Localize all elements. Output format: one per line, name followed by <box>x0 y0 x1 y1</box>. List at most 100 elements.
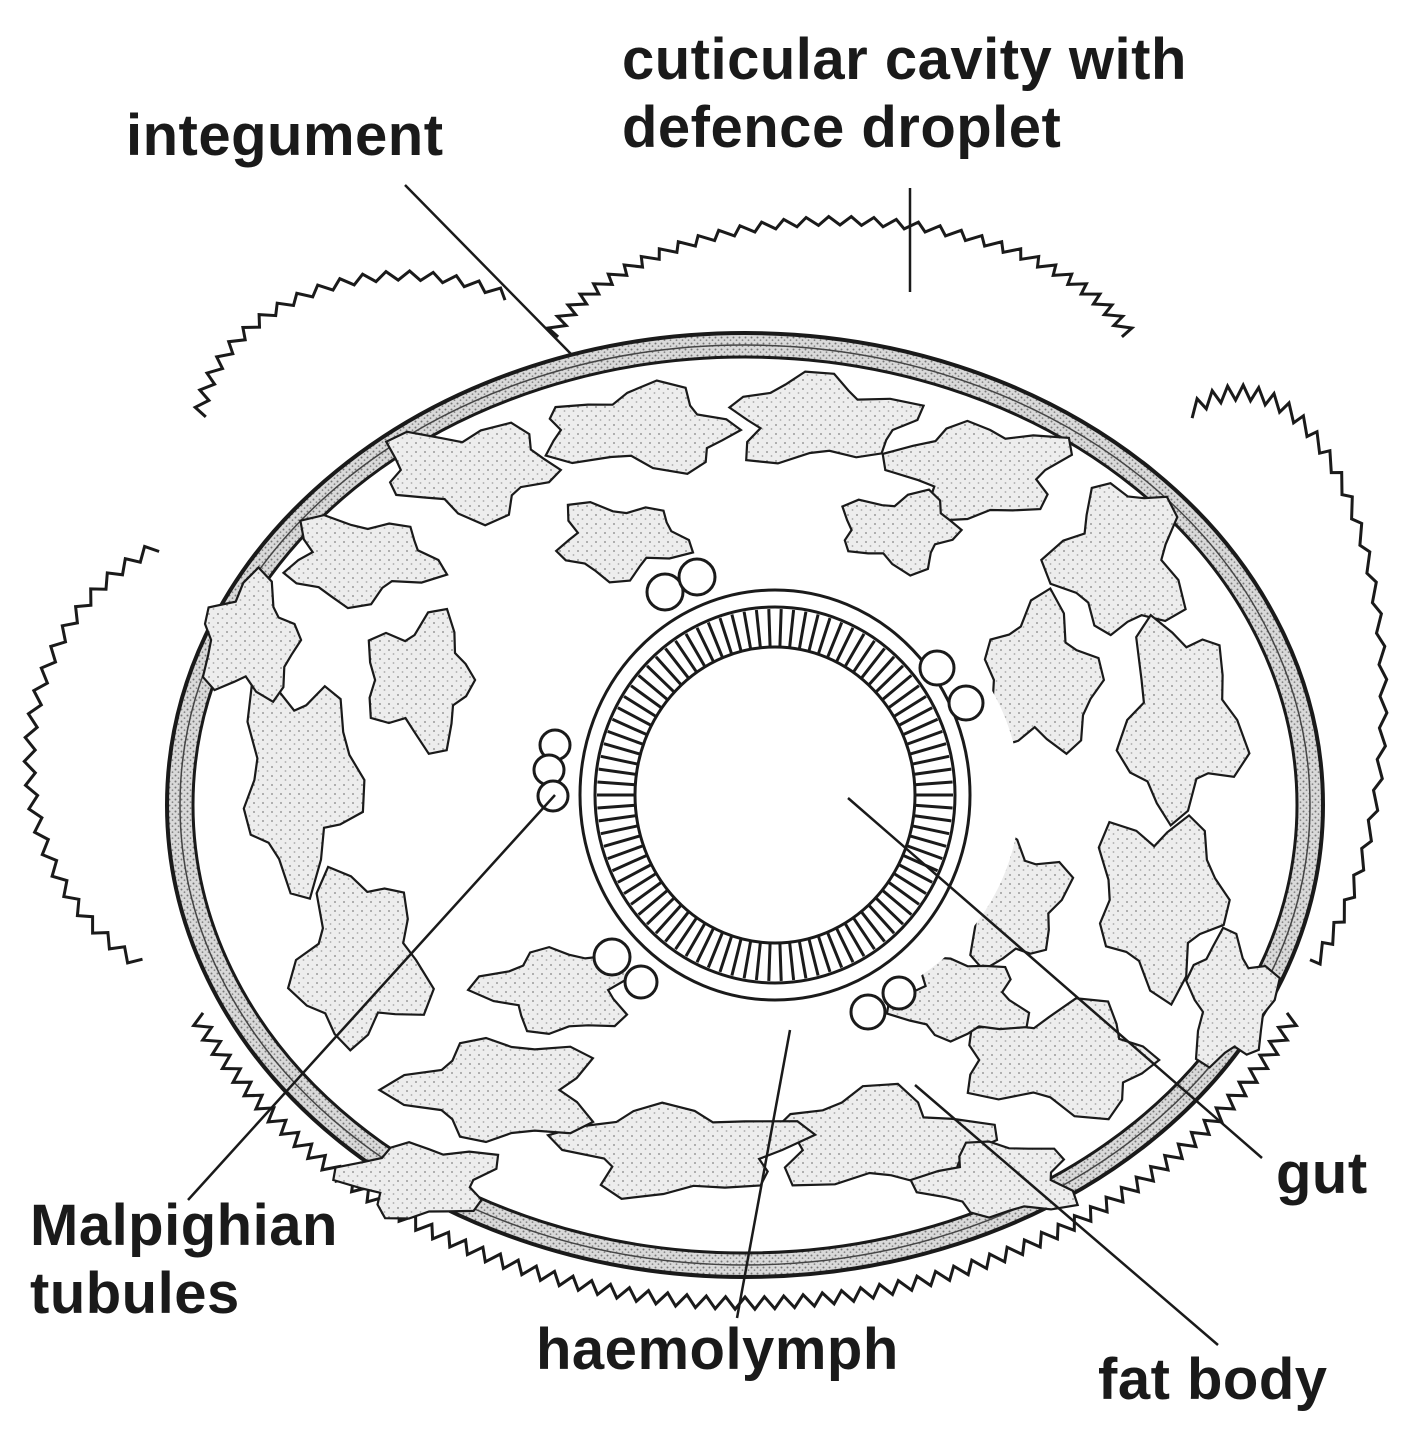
leader-malpighian <box>187 794 556 1201</box>
gut-epithelium-ray <box>867 903 896 935</box>
leader-lines <box>187 184 1263 1346</box>
gut-epithelium-ray <box>911 824 950 836</box>
gut-epithelium-ray <box>654 903 683 935</box>
gut-epithelium-ray <box>674 916 698 951</box>
gut-epithelium-ray <box>892 872 927 895</box>
label-malpighian-line1: Malpighian <box>30 1193 338 1258</box>
malpighian-tubule <box>918 649 956 687</box>
gut-epithelium-ray <box>843 922 866 957</box>
label-cuticular-cavity: cuticular cavity with defence droplet <box>622 26 1187 162</box>
cavity-top <box>544 214 1136 339</box>
leader-fat-body <box>914 1084 1219 1346</box>
gut-epithelium-ray <box>778 609 783 648</box>
label-cuticular-line1: cuticular cavity with <box>622 27 1187 92</box>
malpighian-tubule <box>947 684 985 722</box>
fat-body-lobe <box>377 1036 595 1144</box>
malpighian-tubule <box>881 975 917 1011</box>
cavity-right <box>1190 381 1389 967</box>
malpighian-tubule <box>849 993 887 1031</box>
gut-epithelium-ray <box>906 729 943 746</box>
malpighian-tubule <box>677 557 717 597</box>
gut-epithelium-ray <box>913 767 952 776</box>
gut-epithelium-ray <box>603 834 641 848</box>
gut-epithelium-ray <box>630 684 663 710</box>
label-malpighian-line2: tubules <box>30 1261 240 1326</box>
gut-epithelium-ray <box>637 674 669 702</box>
gut-epithelium-ray <box>909 834 947 848</box>
gut-epithelium-ray <box>914 780 953 787</box>
gut-epithelium-ray <box>623 695 658 718</box>
fat-body-lobe <box>545 1101 818 1200</box>
gut-epithelium-ray <box>892 695 927 718</box>
gut-epithelium-ray <box>600 824 639 836</box>
gut-epithelium-ray <box>664 647 690 680</box>
gut-epithelium-ray <box>645 664 676 694</box>
gut-epithelium-ray <box>797 940 808 979</box>
gut-epithelium-ray <box>860 647 886 680</box>
gut-epithelium-ray <box>835 927 855 963</box>
fat-body-lobe <box>281 513 449 610</box>
fat-body-lobe <box>544 379 743 475</box>
fat-body-lobe <box>332 1141 500 1220</box>
gut-epithelium-ray <box>597 803 636 810</box>
gut-epithelium-ray <box>617 863 653 884</box>
fat-body-lobe <box>727 370 926 465</box>
gut-epithelium-ray <box>887 880 920 906</box>
fat-body-lobe <box>909 1140 1080 1219</box>
gut-epithelium-ray <box>816 617 832 655</box>
gut-epithelium-ray <box>906 844 943 861</box>
gut-epithelium-ray <box>816 935 832 973</box>
gut-epithelium-ray <box>881 674 913 702</box>
gut-epithelium-ray <box>598 767 637 776</box>
gut-epithelium-ray <box>742 940 753 979</box>
gut-epithelium-ray <box>788 609 796 648</box>
label-malpighian-tubules: Malpighian tubules <box>30 1192 338 1328</box>
gut-epithelium-ray <box>902 717 939 737</box>
gut-epithelium-ray <box>637 888 669 916</box>
gut-epithelium-ray <box>684 922 707 957</box>
fat-body-lobe <box>554 500 695 584</box>
leader-integument <box>404 184 573 356</box>
gut-epithelium-ray <box>826 931 844 969</box>
gut-epithelium-ray <box>598 814 637 823</box>
malpighian-tubule <box>645 572 685 612</box>
gut-epithelium-ray <box>874 664 905 694</box>
malpighian-tubule-sections <box>532 557 985 1031</box>
malpighian-tubule <box>623 964 659 1000</box>
fat-body-lobe <box>1184 926 1282 1069</box>
gut-epithelium-ray <box>664 910 690 943</box>
fat-body-lobe <box>384 421 563 527</box>
gut-epithelium-ray <box>695 627 715 663</box>
gut-epithelium-ray <box>623 872 658 895</box>
gut-epithelium-ray <box>897 863 933 884</box>
gut-epithelium-ray <box>897 706 933 727</box>
fat-body-lobe <box>286 865 436 1052</box>
gut-epithelium-ray <box>654 655 683 687</box>
cuticular-cavities <box>22 214 1389 1312</box>
gut-epithelium-ray <box>645 896 676 926</box>
fat-body-lobe <box>881 419 1074 522</box>
gut-epithelium-ray <box>909 742 947 756</box>
gut-epithelium-ray <box>807 938 820 976</box>
gut-epithelium-ray <box>607 729 644 746</box>
gut-epithelium-ray <box>826 621 844 659</box>
gut-epithelium-ray <box>778 942 783 981</box>
gut-epithelium-ray <box>874 896 905 926</box>
fat-body-lobes <box>201 370 1282 1220</box>
gut-epithelium-ray <box>852 916 876 951</box>
fat-body-lobe <box>242 682 366 901</box>
gut-epithelium-ray <box>603 742 641 756</box>
gut-epithelium-ray <box>881 888 913 916</box>
gut-epithelium-ray <box>607 844 644 861</box>
gut-epithelium-ray <box>914 803 953 810</box>
cavity-left <box>22 544 160 965</box>
malpighian-tubule <box>592 937 632 977</box>
fat-body-lobe <box>1115 613 1251 828</box>
gut-epithelium-ray <box>911 754 950 766</box>
cavity-bottom-spines <box>190 1012 1300 1312</box>
gut-epithelium-ray <box>742 611 753 650</box>
gut-epithelium-ray <box>597 780 636 787</box>
gut-epithelium-ray <box>617 706 653 727</box>
fat-body-lobe <box>841 488 964 577</box>
